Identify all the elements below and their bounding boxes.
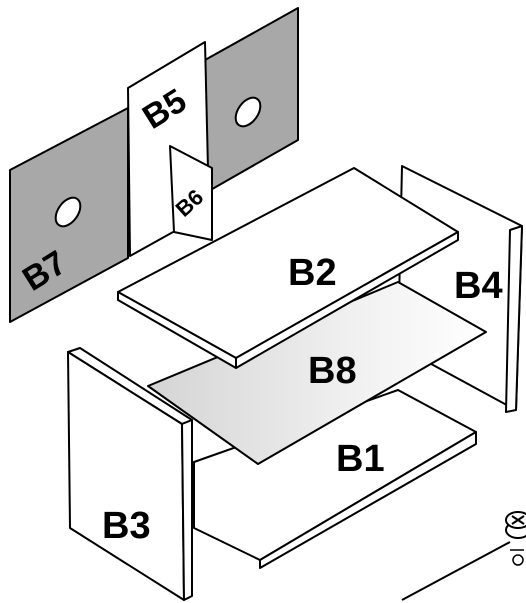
label-b8: B8 (308, 350, 357, 392)
hole-right (234, 96, 262, 128)
panel-b6 (169, 145, 213, 241)
label-b1: B1 (336, 438, 385, 480)
label-b3: B3 (102, 505, 151, 547)
panel-b2 (117, 167, 459, 369)
panel-b3 (67, 347, 193, 601)
cam-lock-fitting-icon (401, 511, 526, 601)
label-b2: B2 (288, 252, 337, 294)
label-b4: B4 (454, 265, 503, 307)
hole-left (54, 196, 82, 228)
